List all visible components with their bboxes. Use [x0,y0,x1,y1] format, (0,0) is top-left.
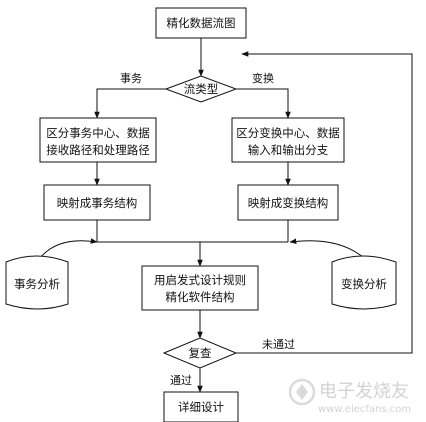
node-refine-dfd-label: 精化数据流图 [167,16,236,30]
node-distinguish-transform-line2: 输入和输出分支 [248,143,329,157]
edge-transform-analysis [289,238,365,259]
edge-flowtype-to-transform [236,88,291,119]
node-map-transform: 映射成变换结构 [237,184,339,221]
node-distinguish-transform: 区分变换中心、数据 输入和输出分支 [231,117,345,163]
node-distinguish-transaction-line1: 区分事务中心、数据 [46,126,150,140]
node-review-label: 复查 [189,346,212,360]
edges [39,38,413,393]
label-transaction: 事务 [120,72,142,85]
node-transform-analysis: 变换分析 [331,255,397,310]
label-transform: 变换 [252,71,274,85]
node-map-transaction: 映射成事务结构 [43,184,151,221]
node-flow-type: 流类型 [164,75,238,103]
node-detailed-design-label: 详细设计 [178,400,224,414]
edge-flowtype-to-transaction [94,88,166,119]
node-heuristic-refine-line2: 精化软件结构 [166,290,235,304]
node-review: 复查 [162,337,238,369]
node-map-transform-label: 映射成变换结构 [248,196,329,210]
watermark-text: 电子发烧友 [319,381,409,402]
node-refine-dfd: 精化数据流图 [155,7,247,39]
node-transaction-analysis: 事务分析 [5,255,69,310]
node-heuristic-refine: 用启发式设计规则 精化软件结构 [141,265,259,311]
watermark-logo-icon [288,378,316,406]
edge-transaction-analysis [39,238,98,259]
node-transaction-analysis-label: 事务分析 [14,277,60,291]
node-map-transaction-label: 映射成事务结构 [57,196,138,210]
label-failed: 未通过 [262,338,295,351]
label-passed: 通过 [170,374,192,387]
node-distinguish-transaction-line2: 接收路径和处理路径 [46,143,150,157]
watermark-url: www.elecfans.com [318,404,411,415]
node-flow-type-label: 流类型 [184,82,219,96]
watermark: 电子发烧友 www.elecfans.com [288,378,411,415]
node-distinguish-transaction: 区分事务中心、数据 接收路径和处理路径 [39,117,157,163]
node-heuristic-refine-line1: 用启发式设计规则 [154,273,246,287]
node-detailed-design: 详细设计 [163,391,239,422]
edge-review-feedback [236,51,413,354]
node-transform-analysis-label: 变换分析 [341,277,387,291]
node-distinguish-transform-line1: 区分变换中心、数据 [236,126,340,140]
